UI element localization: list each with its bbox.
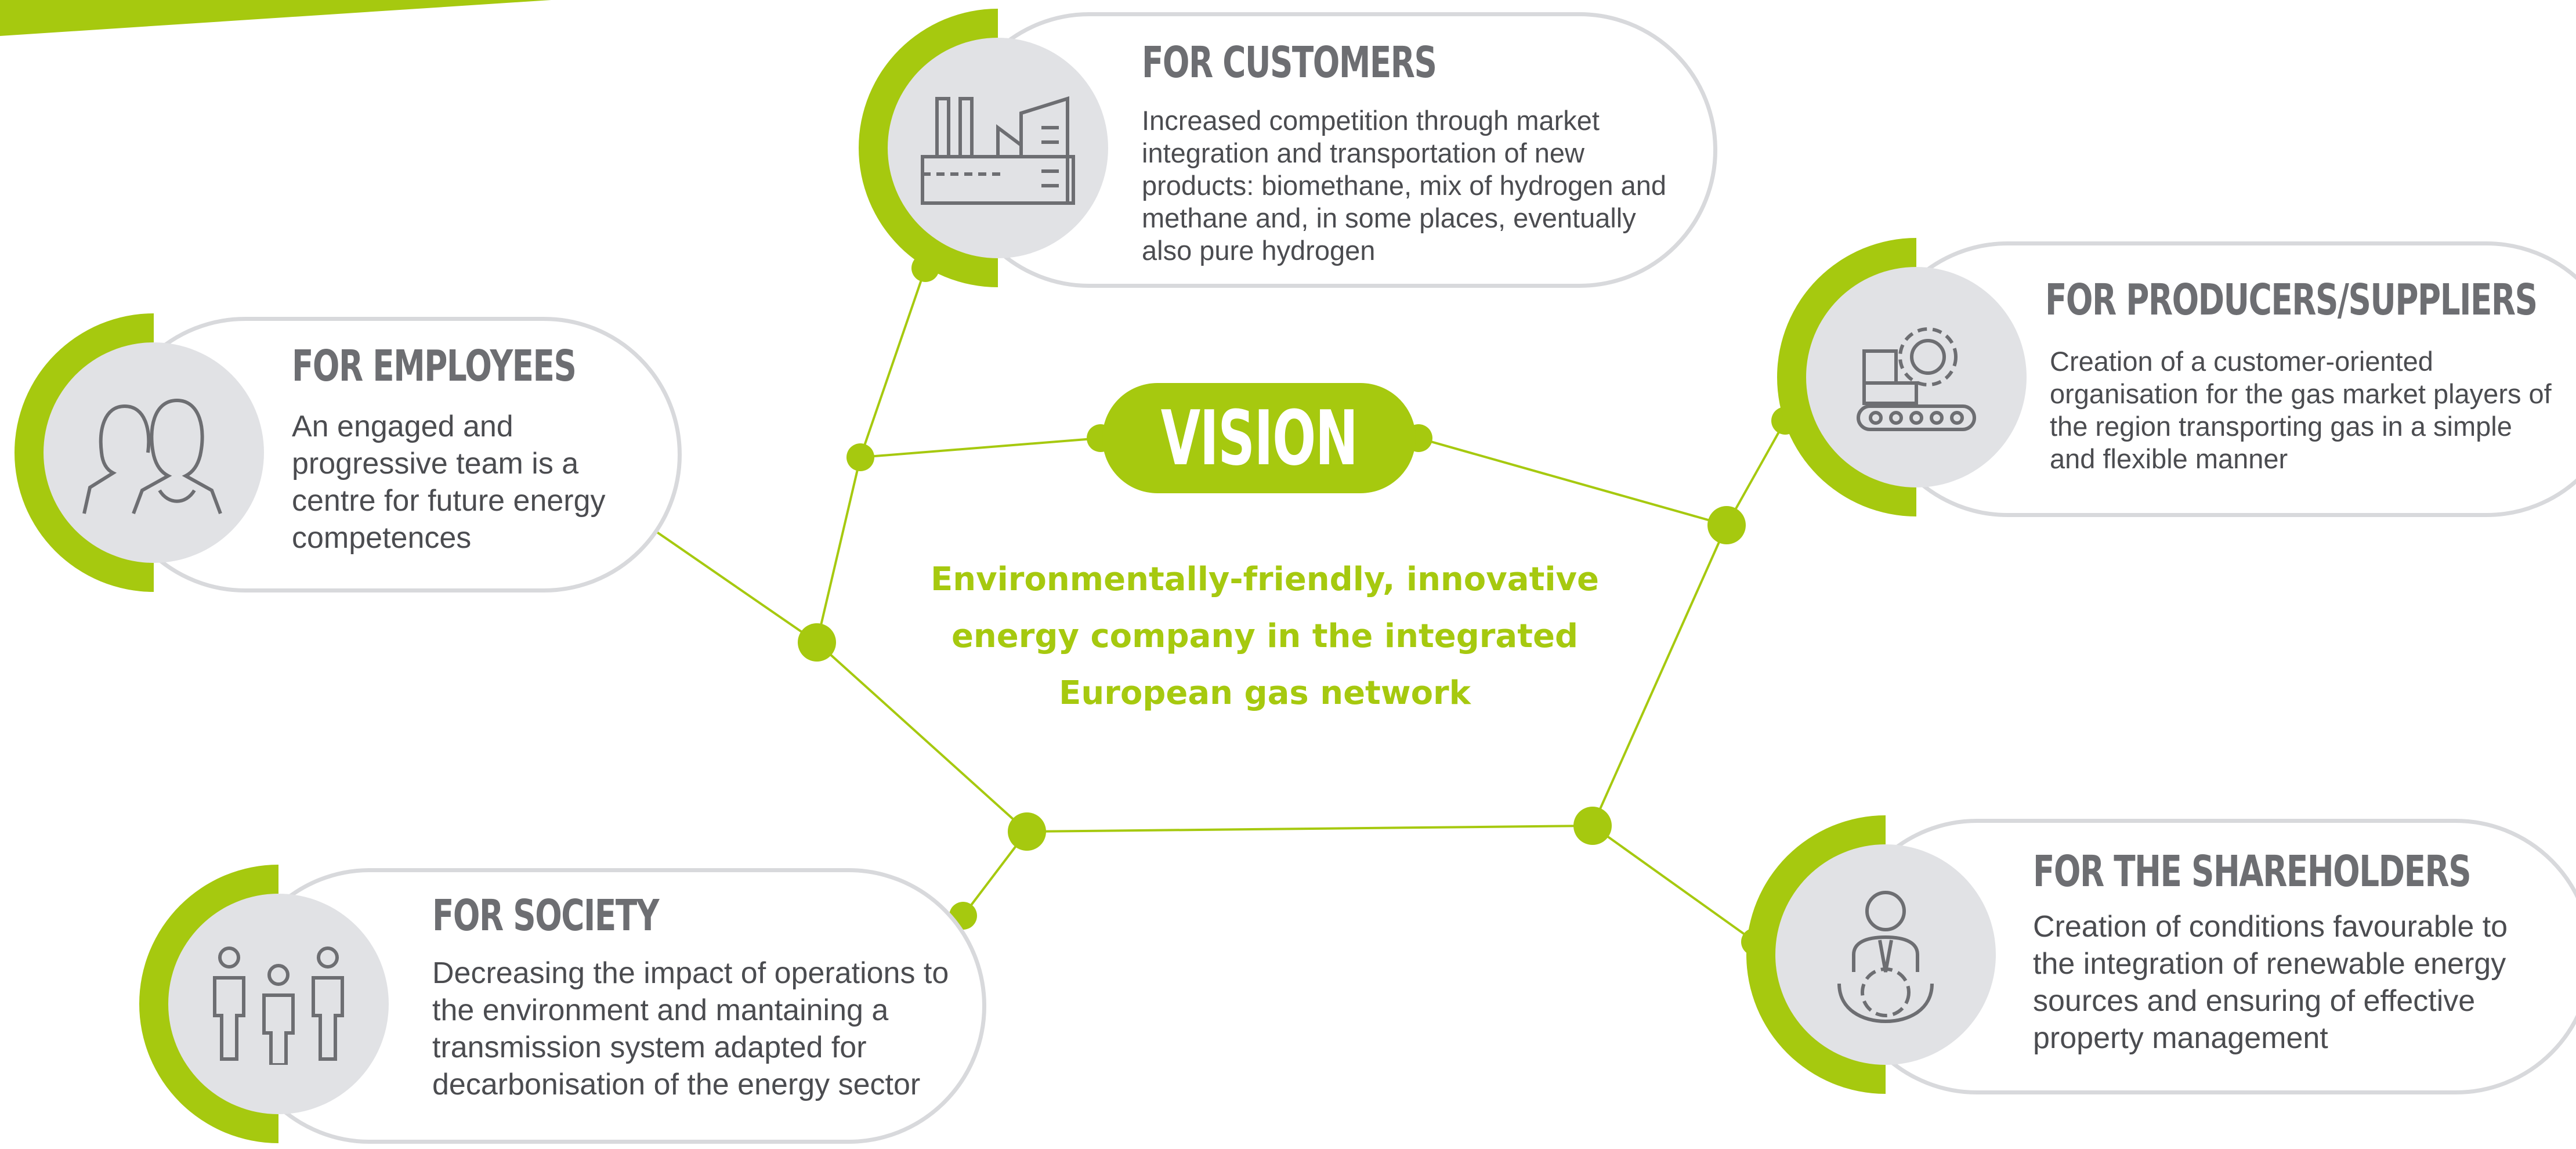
group-of-people-icon (168, 894, 389, 1114)
card-society-text: Decreasing the impact of operations to t… (432, 956, 949, 1101)
factory-icon (888, 38, 1108, 258)
card-producers-text: Creation of a customer-oriented organisa… (2050, 346, 2552, 474)
vision-statement: Environmentally-friendly, innovative ene… (930, 561, 1600, 712)
card-producers: FOR PRODUCERS/SUPPLIERS Creation of a cu… (1777, 238, 2576, 522)
vision-badge: VISION (1102, 383, 1416, 493)
card-employees: FOR EMPLOYEES An engaged and progressive… (15, 313, 682, 598)
card-shareholders-text: Creation of conditions favourable to the… (2033, 910, 2508, 1055)
card-society-title: FOR SOCIETY (432, 891, 659, 941)
card-customers-title: FOR CUSTOMERS (1142, 38, 1437, 88)
card-employees-text: An engaged and progressive team is a cen… (292, 410, 606, 555)
network-node (1707, 506, 1746, 544)
people-pair-icon (44, 342, 264, 563)
card-employees-title: FOR EMPLOYEES (292, 341, 577, 391)
card-customers: FOR CUSTOMERS Increased competition thro… (859, 9, 1729, 293)
businessman-gear-icon (1775, 844, 1996, 1065)
conveyor-gear-icon (1806, 267, 2027, 487)
network-node (846, 443, 874, 471)
vision-title: VISION (1160, 394, 1358, 482)
top-banner-shape (0, 0, 551, 36)
card-shareholders: FOR THE SHAREHOLDERS Creation of conditi… (1746, 815, 2576, 1100)
card-customers-text: Increased competition through market int… (1142, 105, 1666, 266)
card-shareholders-title: FOR THE SHAREHOLDERS (2033, 847, 2472, 897)
network-node (1573, 807, 1612, 845)
network-node (798, 623, 836, 662)
card-producers-title: FOR PRODUCERS/SUPPLIERS (2045, 275, 2538, 325)
network-node (1008, 812, 1046, 851)
card-society: FOR SOCIETY Decreasing the impact of ope… (139, 865, 1004, 1149)
